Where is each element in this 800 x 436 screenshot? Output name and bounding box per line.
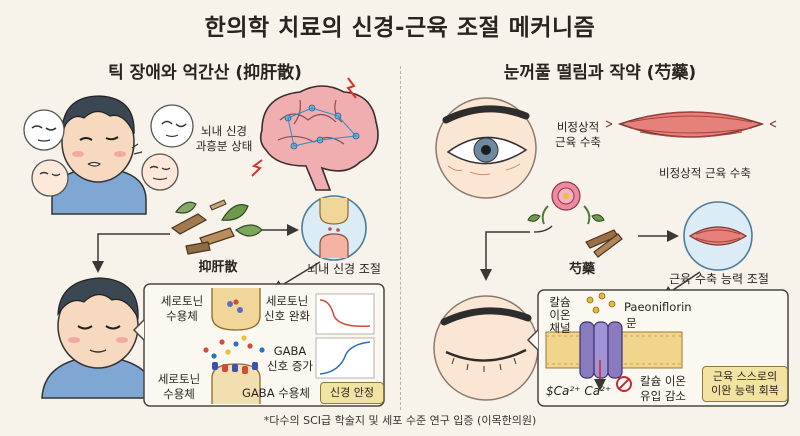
muscle-regulated-illustration (683, 201, 753, 271)
reduced-influx-label: 칼슘 이온 유입 감소 (640, 374, 686, 403)
brain-illustration (251, 77, 379, 191)
calcium-ions-label: $Ca²⁺ Ca²⁺ (546, 384, 612, 398)
regulation-label: 근육 수축 능력 조절 (669, 272, 769, 286)
abnormal-contraction-label: 비정상적 근육 수축 (555, 120, 601, 149)
yokukansan-label: 抑肝散 (198, 260, 238, 275)
boy-calm-illustration (41, 277, 157, 399)
peony-label: 芍藥 (568, 262, 595, 277)
neural-stability-badge: 신경 안정 (320, 382, 384, 404)
right-heading: 눈꺼풀 떨림과 작약 (芍藥) (503, 63, 697, 83)
eye-twitch-illustration (435, 97, 537, 199)
arrow-peony-shaft (533, 225, 553, 233)
left-heading: 틱 장애와 억간산 (抑肝散) (108, 63, 302, 83)
boy-tic-illustration (51, 95, 147, 215)
synapse-illustration (301, 195, 367, 261)
synapse-label: 뇌내 신경 조절 (307, 262, 381, 276)
serotonin-receptor-bottom: 세로토닌 수용체 (157, 372, 201, 401)
peony-herb-illustration (527, 181, 623, 258)
main-title: 한의학 치료의 신경-근육 조절 메커니즘 (204, 15, 596, 41)
gaba-receptor-label: GABA 수용체 (242, 386, 310, 400)
paeoniflorin-label: Paeoniflorin (624, 300, 692, 314)
door-label: 문 (626, 316, 637, 330)
abnormal-contraction-label-2: 비정상적 근육 수축 (659, 166, 751, 180)
muscle-abnormal-illustration (605, 111, 777, 138)
relaxation-recovery-badge: 근육 스스로의 이완 능력 회복 (702, 366, 788, 402)
arrow-eye-to-relaxed (480, 231, 530, 281)
brain-label: 뇌내 신경 과흥분 상태 (195, 124, 253, 153)
neuro-detail-box (132, 283, 385, 407)
serotonin-relief-label: 세로토닌 신호 완화 (264, 294, 310, 323)
footnote: *다수의 SCI급 학술지 및 세포 수준 연구 입증 (이목한의원) (263, 414, 537, 427)
tic-face-bubbles (23, 104, 194, 197)
calcium-channel-label: 칼슘 이온 채널 (549, 295, 571, 335)
gaba-increase-label: GABA 신호 증가 (267, 344, 313, 373)
serotonin-receptor-top: 세로토닌 수용체 (160, 294, 204, 323)
panel-divider (400, 66, 401, 410)
eye-relaxed-illustration (433, 295, 539, 401)
yokukansan-herbs (170, 199, 263, 255)
arrow-face-to-calm (92, 233, 170, 273)
